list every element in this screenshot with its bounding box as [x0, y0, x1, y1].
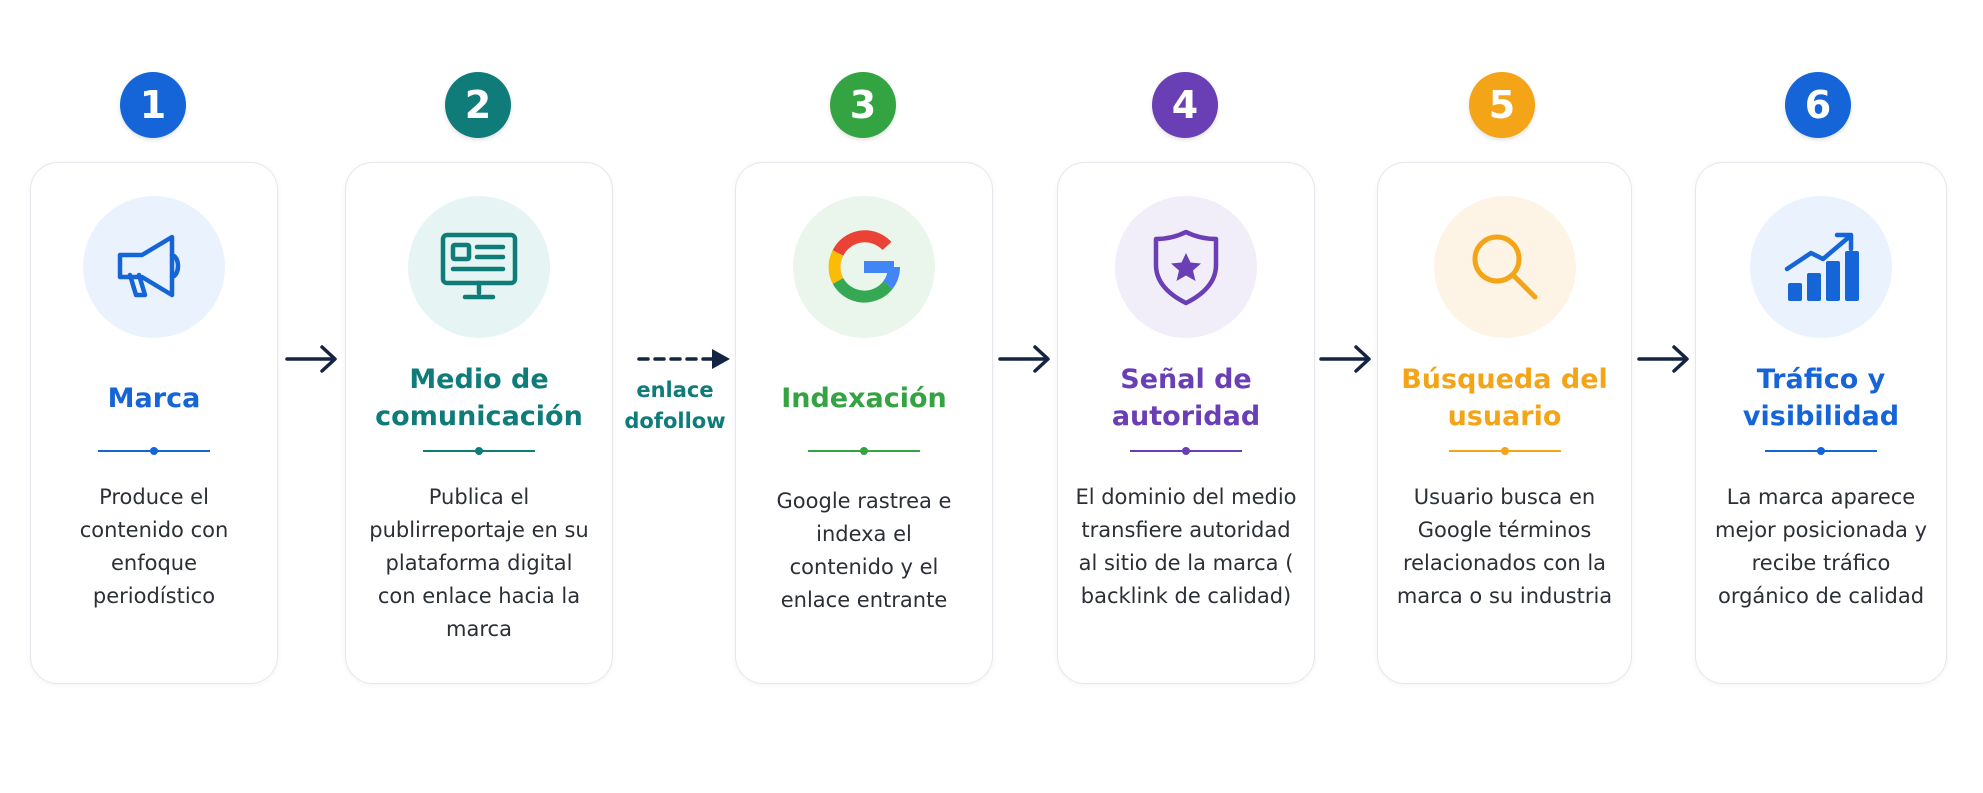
step-3-description: Google rastrea e indexa el contenido y e…	[776, 489, 952, 612]
step-2-icon-circle	[408, 196, 550, 338]
growth-chart-icon	[1784, 232, 1859, 301]
step-2-card: Medio de comunicación Publica el publirr…	[345, 162, 613, 684]
monitor-icon	[440, 232, 518, 300]
arrow-1-to-2	[285, 345, 337, 373]
step-3-divider	[808, 447, 920, 455]
step-5-title: Búsqueda del usuario	[1401, 364, 1608, 432]
step-1-divider	[98, 447, 210, 455]
step-2-divider	[423, 447, 535, 455]
step-6-divider	[1765, 447, 1877, 455]
arrow-4-to-5	[1319, 345, 1371, 373]
step-6-card: Tráfico y visibilidad La marca aparece m…	[1695, 162, 1947, 684]
step-4-card: Señal de autoridad El dominio del medio …	[1057, 162, 1315, 684]
step-2-badge: 2	[445, 72, 511, 138]
step-3-card: Indexación Google rastrea e indexa el co…	[735, 162, 993, 684]
step-1-description: Produce el contenido con enfoque periodí…	[79, 485, 229, 608]
dashed-arrow-2-to-3	[637, 349, 730, 369]
megaphone-icon	[117, 234, 181, 298]
arrow-5-to-6	[1637, 345, 1689, 373]
step-6-description: La marca aparece mejor posicionada y rec…	[1714, 485, 1928, 608]
step-1-badge: 1	[120, 72, 186, 138]
step-1-title: Marca	[107, 382, 201, 414]
shield-star-icon	[1153, 229, 1219, 306]
step-1-card: Marca Produce el contenido con enfoque p…	[30, 162, 278, 684]
step-1-icon-circle	[83, 196, 225, 338]
step-4-title: Señal de autoridad	[1111, 364, 1261, 432]
step-3-title: Indexación	[781, 382, 947, 414]
step-5-badge: 5	[1469, 72, 1535, 138]
step-6-icon-circle	[1750, 196, 1892, 338]
step-5-card: Búsqueda del usuario Usuario busca en Go…	[1377, 162, 1632, 684]
step-5-icon-circle	[1433, 196, 1576, 338]
step-4-badge: 4	[1152, 72, 1218, 138]
step-5-divider	[1448, 447, 1561, 455]
step-6-title: Tráfico y visibilidad	[1742, 364, 1900, 432]
step-4-divider	[1130, 447, 1242, 455]
step-4-description: El dominio del medio transfiere autorida…	[1075, 485, 1297, 608]
magnifier-icon	[1472, 234, 1537, 300]
connector-link-label: enlace dofollow	[624, 378, 726, 433]
step-4-icon-circle	[1115, 196, 1257, 338]
google-logo-icon	[828, 230, 900, 303]
step-5-description: Usuario busca en Google términos relacio…	[1396, 485, 1613, 608]
arrow-3-to-4	[998, 345, 1050, 373]
step-6-badge: 6	[1785, 72, 1851, 138]
step-3-badge: 3	[830, 72, 896, 138]
step-2-title: Medio de comunicación	[375, 364, 583, 432]
step-2-description: Publica el publirreportaje en su platafo…	[369, 485, 589, 641]
step-3-icon-circle	[793, 196, 935, 338]
